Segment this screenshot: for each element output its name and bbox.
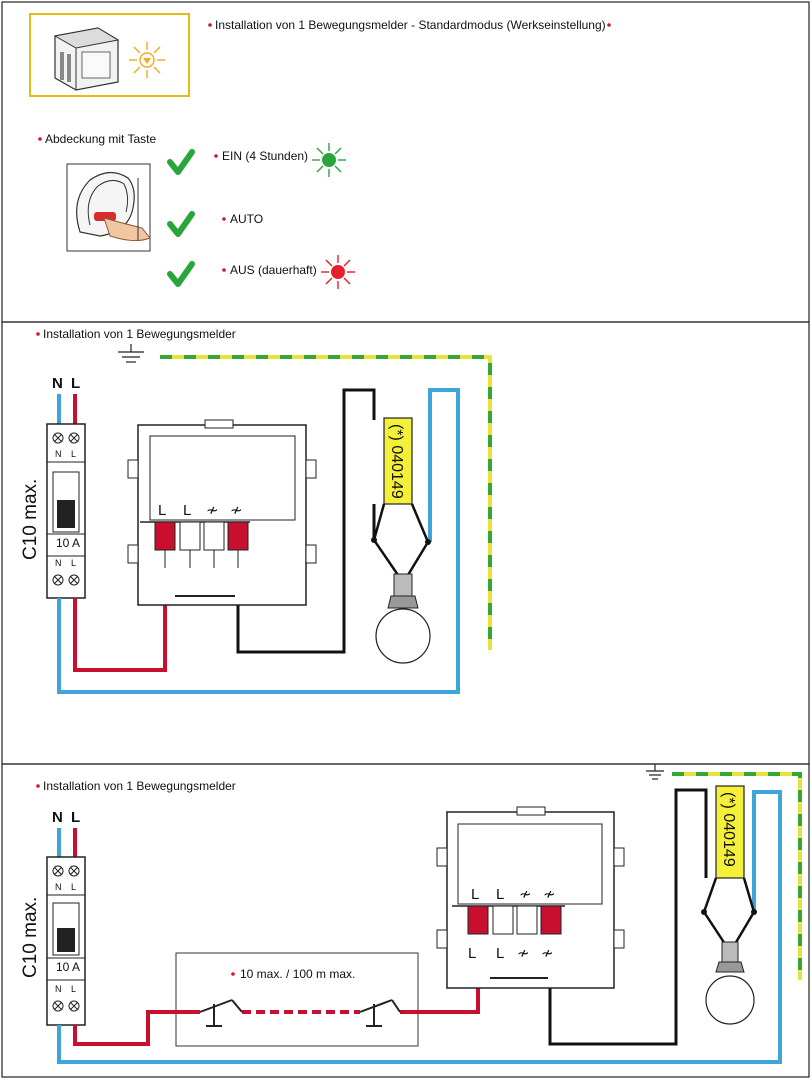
breaker-n-label: N [52,375,63,392]
light-bulb-icon [375,573,431,664]
terminal-label-1: L [158,502,166,519]
mode-auto-label: AUTO [230,212,263,226]
terminal-label-3: ≁ [206,502,219,519]
installation-1-title: Installation von 1 Bewegungsmelder [43,327,236,341]
cover-ref-text: (*) 040149 [388,424,405,499]
switched-wire [548,788,708,1046]
breaker-top-n: N [55,882,62,892]
cover-button-illustration [66,163,151,252]
bullet-dot [208,23,212,27]
bullet-dot [607,23,611,27]
bullet-dot [38,137,42,141]
detector-thumbnail [29,13,190,97]
earth-ground-icon [646,764,664,780]
push-button-switch-icon [199,999,243,1027]
mode-on-label: EIN (4 Stunden) [222,149,308,163]
led-red-icon [321,255,355,289]
breaker-top-l: L [71,449,76,459]
terminal-top-label-3: ≁ [519,886,532,903]
cover-reference-tag: (*) 040149 [701,785,757,945]
breaker-rating-side: C10 max. [20,479,41,560]
breaker-top-l: L [71,882,76,892]
breaker-front-rating: 10 A [56,960,80,974]
terminal-top-label-4: ≁ [543,886,556,903]
earth-ground-icon [118,344,144,363]
breaker-top-n: N [55,449,62,459]
breaker-front-rating: 10 A [56,536,80,550]
circuit-breaker: N L N L 10 A N L [46,375,86,599]
push-button-box: 10 max. / 100 m max. [175,952,419,1047]
checkmark-icon [167,149,195,175]
breaker-bottom-n: N [55,558,62,568]
cover-reference-tag: (*) 040149 [371,417,431,576]
mode-row-off: AUS (dauerhaft) [167,255,355,289]
motion-detector-module: L L ≁ ≁ [127,419,317,606]
breaker-l-label: L [71,809,80,826]
breaker-rating-side: C10 max. [20,897,41,978]
terminal-bottom-label-2: L [496,945,504,962]
section-installation-1-frame [1,321,810,765]
bullet-dot [36,332,40,336]
installation-2-title: Installation von 1 Bewegungsmelder [43,779,236,793]
neutral-wire [57,388,460,694]
switch-note: 10 max. / 100 m max. [240,967,355,981]
terminal-bottom-label-3: ≁ [517,945,530,962]
neutral-wire [57,790,782,1064]
breaker-l-label: L [71,375,80,392]
checkmark-icon [167,261,195,287]
bullet-dot [36,784,40,788]
mode-row-auto: AUTO [167,211,263,237]
earth-wire [160,355,492,650]
terminal-bottom-label-4: ≁ [541,945,554,962]
breaker-bottom-n: N [55,984,62,994]
led-green-icon [312,143,346,177]
section-installation-2-frame [1,763,810,1078]
terminal-label-4: ≁ [230,502,243,519]
circuit-breaker: N L N L 10 A N L [46,809,86,1026]
motion-detector-module: L L ≁ ≁ L L ≁ ≁ [436,806,625,989]
mode-row-on: EIN (4 Stunden) [167,143,346,177]
mode-off-label: AUS (dauerhaft) [230,263,317,277]
breaker-bottom-l: L [71,558,76,568]
checkmark-icon [167,211,195,237]
earth-wire [672,772,802,980]
terminal-top-label-2: L [496,886,504,903]
live-wire [73,1010,200,1046]
terminal-bottom-label-1: L [468,945,476,962]
cover-with-button-title: Abdeckung mit Taste [45,132,157,146]
terminal-label-2: L [183,502,191,519]
push-button-switch-icon [359,999,401,1027]
breaker-bottom-l: L [71,984,76,994]
standard-mode-title: Installation von 1 Bewegungsmelder - Sta… [215,18,606,32]
cover-ref-text: (*) 040149 [720,792,737,867]
breaker-n-label: N [52,809,63,826]
switched-wire [236,388,376,654]
terminal-top-label-1: L [471,886,479,903]
led-sun-icon [129,42,165,78]
light-bulb-icon [705,941,755,1025]
